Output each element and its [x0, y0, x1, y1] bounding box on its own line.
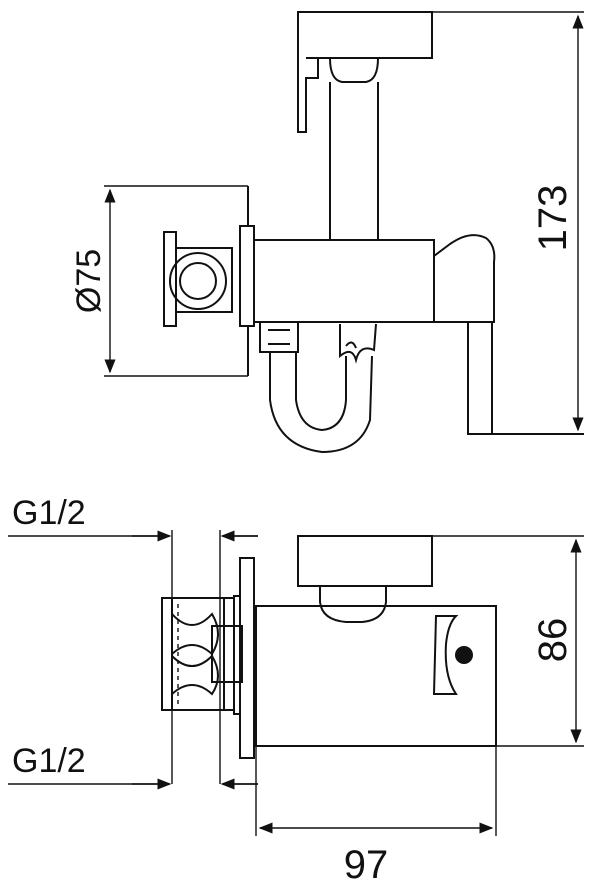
height-dimension-86: 86 — [432, 535, 584, 747]
hose — [259, 321, 377, 454]
height-dimension-173: 173 — [432, 11, 584, 432]
diameter-dimension: Ø75 — [70, 185, 248, 377]
diameter-label: Ø75 — [70, 249, 108, 313]
threaded-connector — [161, 597, 243, 711]
width-label-97: 97 — [344, 843, 389, 887]
thread-dimensions: G1/2 G1/2 — [8, 494, 258, 790]
top-view: 173 Ø75 — [70, 11, 584, 454]
shower-head-side — [297, 535, 433, 623]
wall-plate — [239, 186, 255, 376]
shower-head — [297, 11, 433, 133]
outlet-ring — [163, 231, 233, 327]
thread-label-bottom: G1/2 — [12, 742, 86, 780]
thread-label-top: G1/2 — [12, 494, 86, 532]
valve-body — [253, 239, 435, 323]
shower-stem — [329, 82, 379, 240]
screw-dot-icon — [455, 646, 473, 664]
height-label-86: 86 — [531, 618, 575, 663]
width-dimension-97: 97 — [255, 746, 497, 887]
height-label-173: 173 — [531, 185, 575, 252]
bottom-view: G1/2 G1/2 86 97 — [8, 494, 584, 887]
lever-handle — [433, 234, 584, 435]
wall-plate-side — [233, 557, 255, 759]
valve-body-side — [255, 605, 497, 747]
